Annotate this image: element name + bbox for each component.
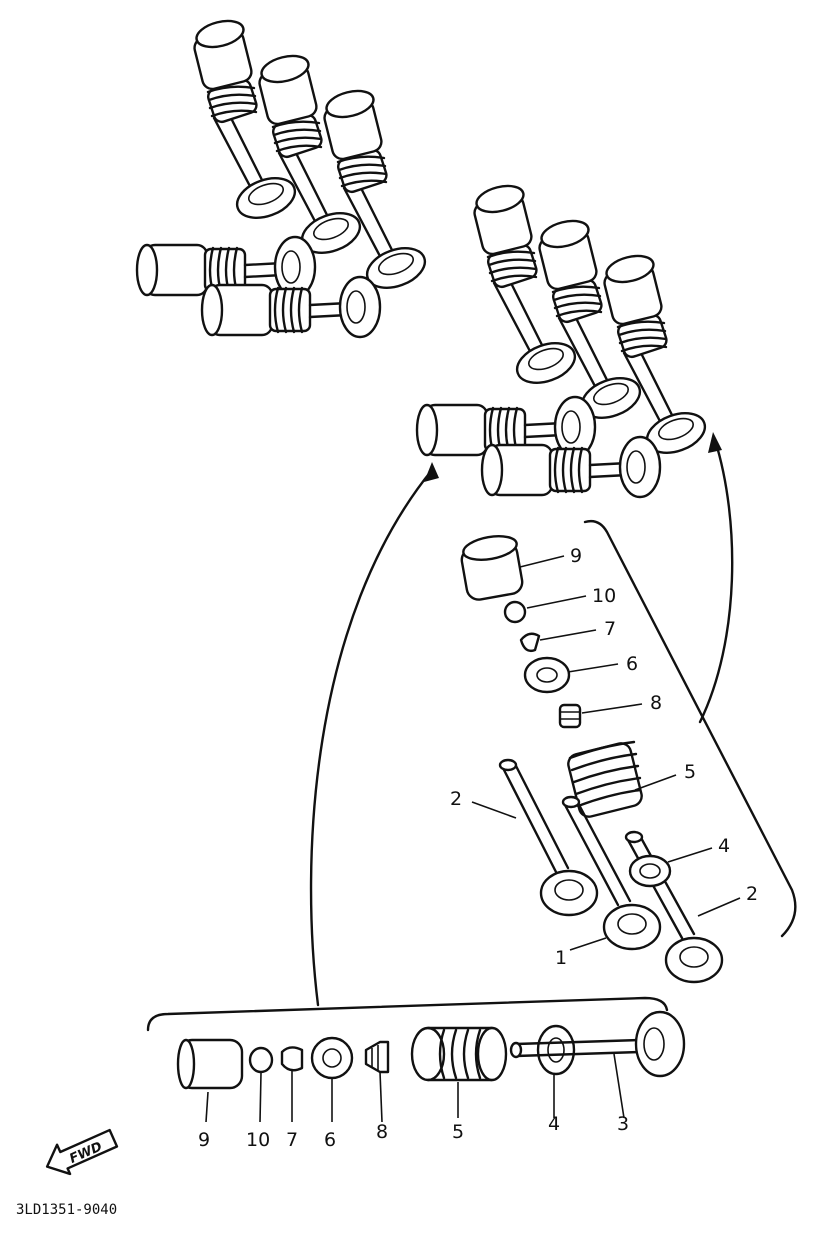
cluster-bracket	[583, 519, 797, 938]
row-bracket	[146, 996, 669, 1032]
callout-6: 6	[324, 1129, 336, 1151]
arrow-head-icon	[708, 432, 722, 453]
valve-assembly-icon	[321, 85, 432, 297]
callout-9: 9	[570, 545, 582, 567]
callout-4: 4	[718, 835, 730, 857]
callout-8: 8	[650, 692, 662, 714]
callout-8: 8	[376, 1121, 388, 1143]
callout-2: 2	[450, 788, 462, 810]
exploded-cluster	[460, 534, 724, 984]
cluster-leaders	[471, 555, 741, 951]
callout-3: 3	[617, 1113, 629, 1135]
part-code: 3LD1351-9040	[16, 1202, 117, 1218]
assembly-arrow	[309, 468, 434, 1007]
callout-5: 5	[684, 761, 696, 783]
callout-1: 1	[555, 947, 567, 969]
callout-6: 6	[626, 653, 638, 675]
row-leaders	[205, 1053, 625, 1123]
parts-row	[176, 1010, 686, 1090]
callout-7: 7	[604, 618, 616, 640]
callout-5: 5	[452, 1121, 464, 1143]
callout-9: 9	[198, 1129, 210, 1151]
valve-assembly-icon	[601, 250, 712, 462]
callout-10: 10	[592, 585, 616, 607]
callout-4: 4	[548, 1113, 560, 1135]
arrow-head-icon	[424, 462, 439, 482]
callout-10: 10	[246, 1129, 270, 1151]
callout-2: 2	[746, 883, 758, 905]
assembly-arrow	[698, 438, 734, 724]
fwd-arrow-icon: FWD	[45, 1128, 119, 1176]
callout-7: 7	[286, 1129, 298, 1151]
